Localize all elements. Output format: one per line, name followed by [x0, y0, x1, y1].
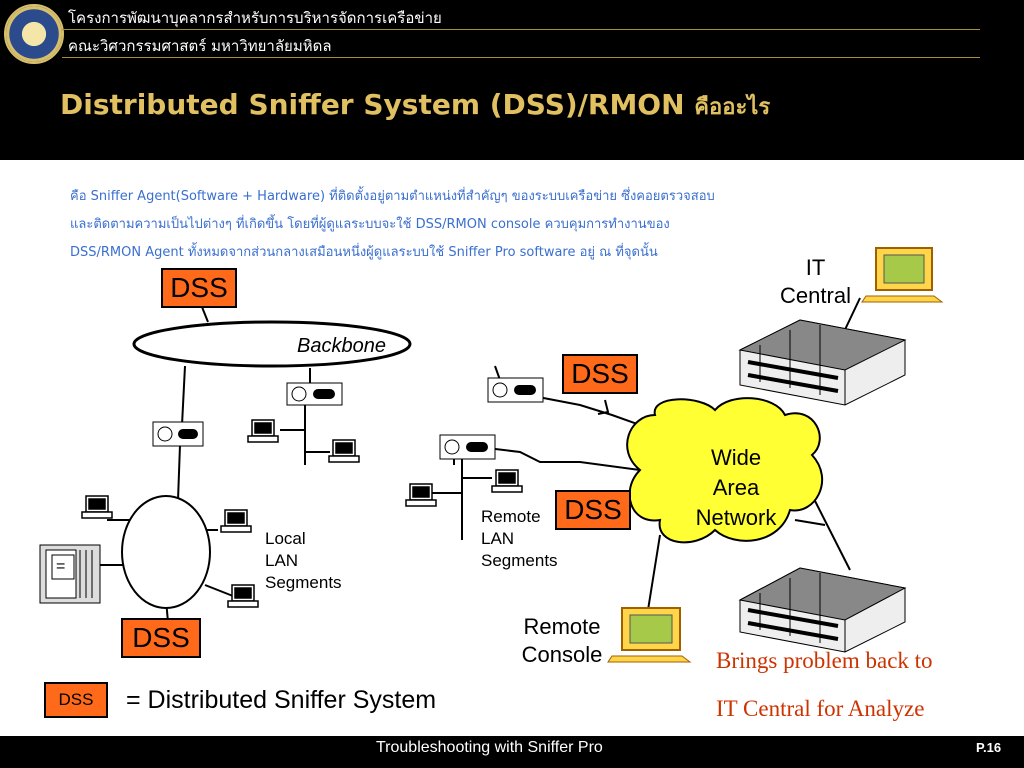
remote-console-label-line1: Remote	[523, 614, 601, 639]
dss-agent-remote-lan: DSS	[555, 490, 631, 530]
legend-dss-box: DSS	[44, 682, 108, 718]
wan-label: Wide Area Network	[686, 443, 786, 533]
server-icon	[39, 544, 101, 604]
workstation-icon	[491, 469, 523, 493]
remote-console-label-line2: Console	[521, 642, 603, 667]
workstation-icon	[81, 495, 113, 519]
workstation-icon	[227, 584, 259, 608]
building-icon	[738, 319, 907, 406]
it-central-label-line1: IT	[805, 255, 826, 280]
backbone-label: Backbone	[297, 335, 386, 357]
slide-title-main: Distributed Sniffer System (DSS)/RMON	[60, 88, 685, 121]
router-icon	[487, 377, 544, 403]
server-symbol: =	[56, 558, 66, 575]
callout-line-1: Brings problem back to	[716, 648, 933, 673]
workstation-icon	[405, 483, 437, 507]
page-number: P.16	[976, 740, 1002, 755]
description: คือ Sniffer Agent(Software + Hardware) ท…	[70, 183, 790, 267]
remote-lan-label-line1: Remote	[481, 507, 541, 526]
local-lan-label: Local LAN Segments	[265, 528, 342, 594]
dss-agent-backbone: DSS	[161, 268, 237, 308]
remote-console-icon	[607, 607, 692, 663]
header-line-1: โครงการพัฒนาบุคลากรสำหรับการบริหารจัดการ…	[68, 9, 442, 27]
remote-console-label: Remote Console	[510, 613, 614, 669]
footer-title: Troubleshooting with Sniffer Pro	[376, 739, 603, 756]
local-lan-label-line3: Segments	[265, 573, 342, 592]
workstation-icon	[247, 419, 279, 443]
description-line-1: คือ Sniffer Agent(Software + Hardware) ท…	[70, 189, 715, 204]
wan-label-line1: Wide	[710, 445, 762, 470]
router-icon	[152, 421, 204, 447]
description-line-2: และติดตามความเป็นไปต่างๆ ที่เกิดขึ้น โดย…	[70, 217, 670, 232]
slide-header: โครงการพัฒนาบุคลากรสำหรับการบริหารจัดการ…	[0, 0, 1024, 160]
local-lan-ring	[121, 495, 211, 609]
backbone-ring	[132, 320, 412, 368]
workstation-icon	[328, 439, 360, 463]
router-icon	[439, 434, 496, 460]
it-central-label: IT Central	[768, 254, 863, 310]
slide-body	[0, 160, 1024, 768]
slide-title-thai: คืออะไร	[694, 95, 771, 120]
dss-agent-local-lan: DSS	[121, 618, 201, 658]
callout-line-2: IT Central for Analyze	[716, 696, 925, 721]
description-line-3: DSS/RMON Agent ทั้งหมดจากส่วนกลางเสมือนห…	[70, 245, 658, 260]
university-logo	[4, 4, 64, 64]
workstation-icon	[220, 509, 252, 533]
header-divider-2	[62, 57, 980, 58]
wan-label-line3: Network	[695, 505, 777, 530]
building-icon	[738, 567, 907, 653]
header-divider	[62, 29, 980, 30]
local-lan-label-line1: Local	[265, 529, 306, 548]
remote-lan-label-line3: Segments	[481, 551, 558, 570]
slide-footer	[0, 736, 1024, 768]
remote-lan-label: Remote LAN Segments	[481, 506, 558, 572]
dss-agent-wan: DSS	[562, 354, 638, 394]
remote-lan-label-line2: LAN	[481, 529, 515, 548]
it-central-label-line2: Central	[780, 283, 851, 308]
wan-label-line2: Area	[712, 475, 760, 500]
header-line-2: คณะวิศวกรรมศาสตร์ มหาวิทยาลัยมหิดล	[68, 37, 332, 55]
router-icon	[286, 382, 343, 406]
legend-text: = Distributed Sniffer System	[126, 686, 437, 714]
it-central-console-icon	[861, 247, 944, 303]
local-lan-label-line2: LAN	[265, 551, 299, 570]
slide-title: Distributed Sniffer System (DSS)/RMON คื…	[60, 88, 770, 124]
